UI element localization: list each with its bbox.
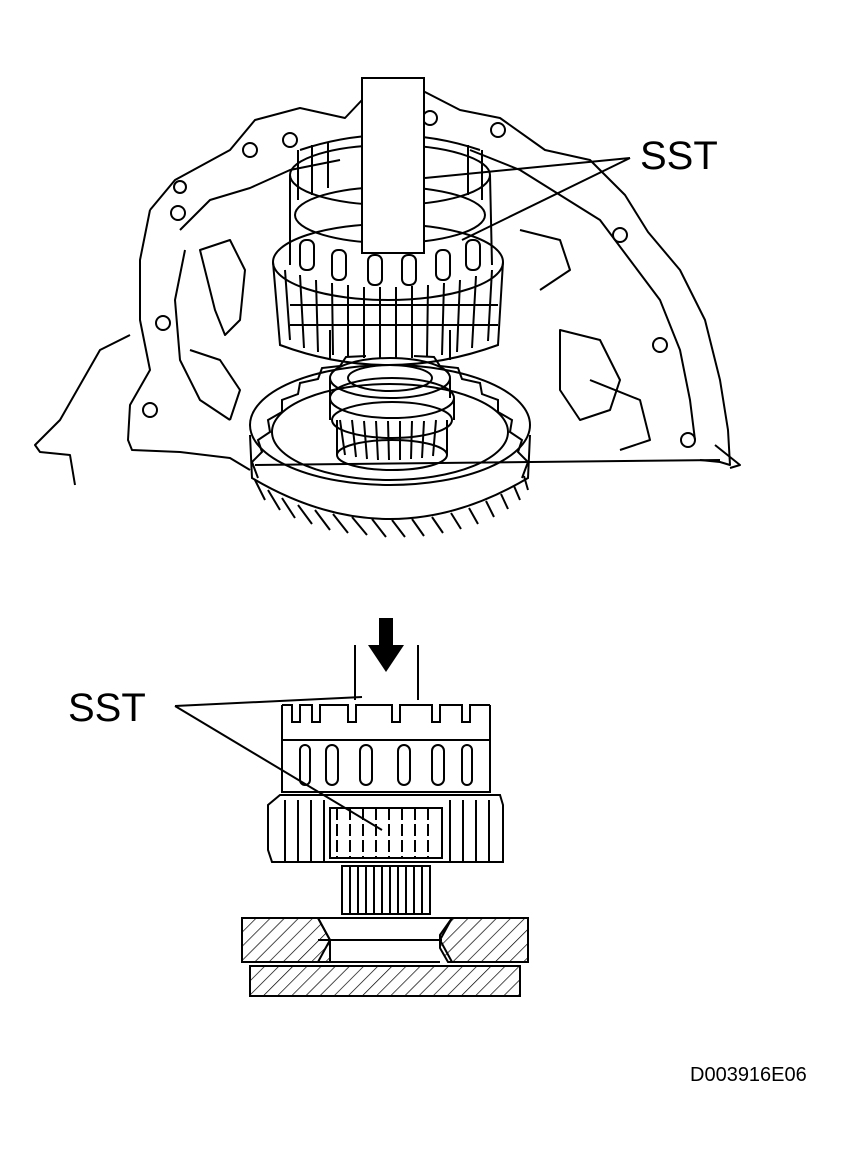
- arrow-down-icon: [368, 618, 404, 672]
- sst-label-bottom: SST: [68, 686, 146, 730]
- sst-leader-lines-bottom: [174, 696, 383, 831]
- splined-hub: [341, 865, 431, 915]
- press-shaft: [361, 77, 425, 254]
- sst-drum-bottom: [281, 704, 491, 793]
- large-helical-gear: [249, 355, 531, 538]
- press-block: [241, 917, 529, 997]
- sst-leader-lines-top: [424, 157, 631, 241]
- figure-code: D003916E06: [690, 1064, 807, 1086]
- press-shaft-bottom: [354, 645, 419, 700]
- transaxle-case: [34, 91, 741, 486]
- ring-gear-bottom: [267, 794, 504, 863]
- sst-label-top: SST: [640, 134, 718, 178]
